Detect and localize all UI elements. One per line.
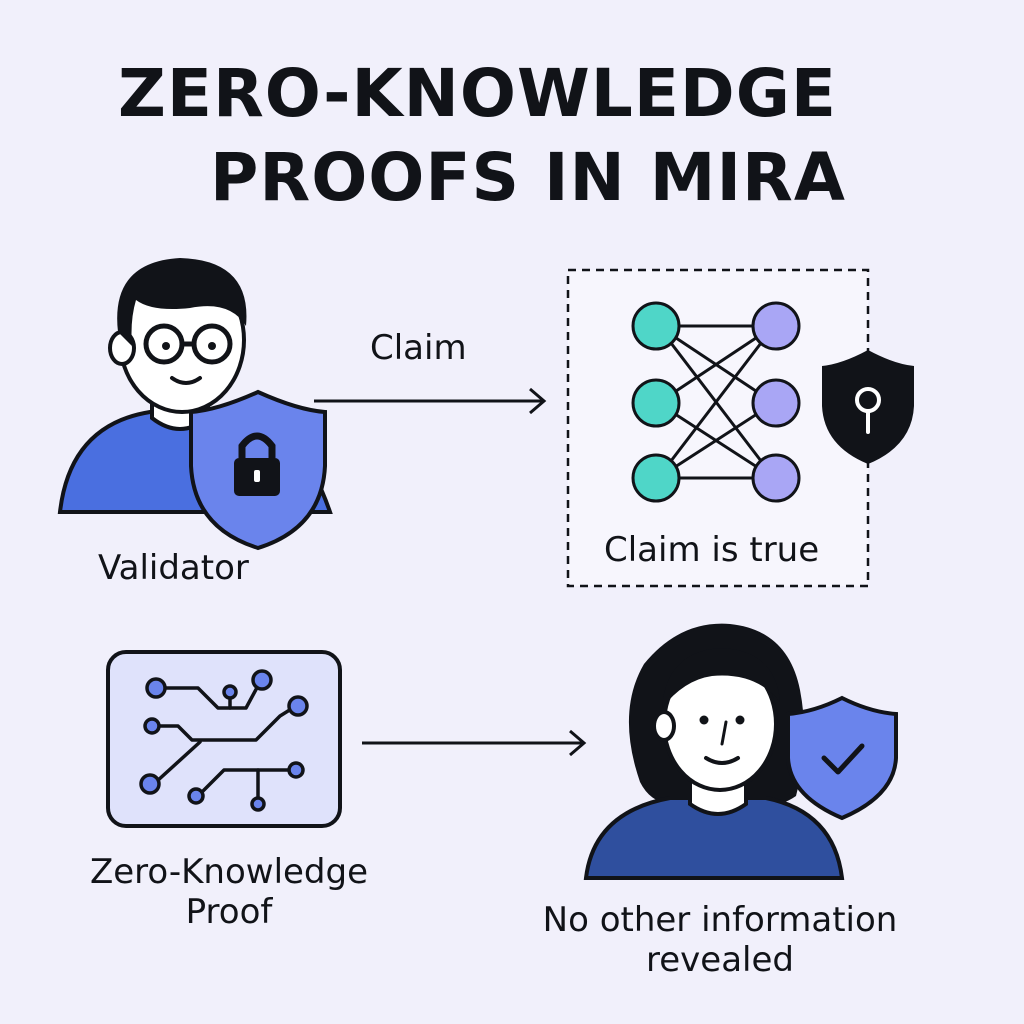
validator-label: Validator [98, 548, 249, 588]
shield-key-icon [822, 350, 914, 464]
shield-check-icon [786, 695, 898, 821]
check-icon [821, 743, 865, 775]
claim-true-label: Claim is true [604, 530, 820, 570]
proof-label-line-1: Zero-Knowledge [89, 852, 369, 892]
claim-arrow-icon [314, 387, 547, 415]
network-node [751, 453, 801, 503]
network-node [631, 378, 681, 428]
page-title: ZERO-KNOWLEDGE PROOFS IN MIRA [0, 52, 1024, 220]
recipient-label: No other information revealed [500, 900, 940, 980]
proof-arrow-icon [362, 729, 587, 757]
claim-label: Claim [370, 328, 467, 368]
recipient-body [583, 796, 845, 880]
title-line-2: PROOFS IN MIRA [210, 139, 846, 216]
title-line-1: ZERO-KNOWLEDGE [118, 55, 837, 132]
recipient-figure [583, 623, 898, 880]
network-node [751, 378, 801, 428]
network-node [751, 301, 801, 351]
recipient-label-line-2: revealed [646, 940, 794, 980]
proof-label-line-2: Proof [185, 892, 273, 932]
network-node [631, 453, 681, 503]
recipient-label-line-1: No other information [542, 900, 898, 940]
validator-hair [117, 258, 247, 346]
network-box [566, 268, 870, 588]
network-node [631, 301, 681, 351]
proof-label: Zero-Knowledge Proof [56, 852, 402, 932]
circuit-card-icon [106, 650, 342, 828]
validator-figure [57, 258, 333, 551]
